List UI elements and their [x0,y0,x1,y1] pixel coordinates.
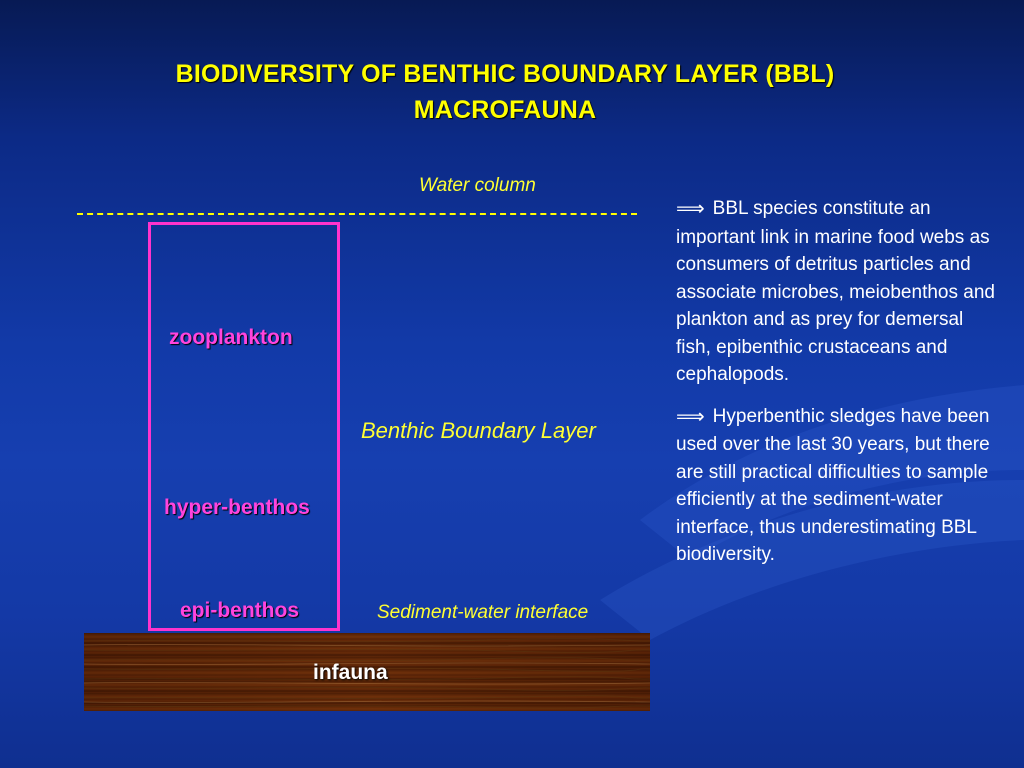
wood-grain-texture [84,638,650,709]
infauna-label: infauna [313,661,388,684]
bullet-item: ⟹BBL species constitute an important lin… [676,195,996,389]
implies-arrow-icon: ⟹ [676,198,705,220]
sediment-water-interface-label: Sediment-water interface [377,602,589,623]
sediment-layer [84,633,650,711]
water-column-label: Water column [419,175,536,196]
bbl-fauna-box [148,222,340,631]
hyperbenthos-label: hyper-benthos [164,496,310,519]
epibenthos-label: epi-benthos [180,599,299,622]
bullet-item: ⟹Hyperbenthic sledges have been used ove… [676,403,996,569]
benthic-boundary-layer-label: Benthic Boundary Layer [361,418,596,443]
title-line-2: MACROFAUNA [413,96,597,124]
bullet-list: ⟹BBL species constitute an important lin… [676,195,996,583]
implies-arrow-icon: ⟹ [676,405,705,428]
water-column-boundary-line [77,213,637,215]
title-line-1: BIODIVERSITY OF BENTHIC BOUNDARY LAYER (… [175,60,835,88]
slide-title: BIODIVERSITY OF BENTHIC BOUNDARY LAYER (… [100,56,910,128]
bullet-text: Hyperbenthic sledges have been used over… [676,405,990,566]
zooplankton-label: zooplankton [169,326,293,349]
bullet-text: BBL species constitute an important link… [676,198,995,385]
